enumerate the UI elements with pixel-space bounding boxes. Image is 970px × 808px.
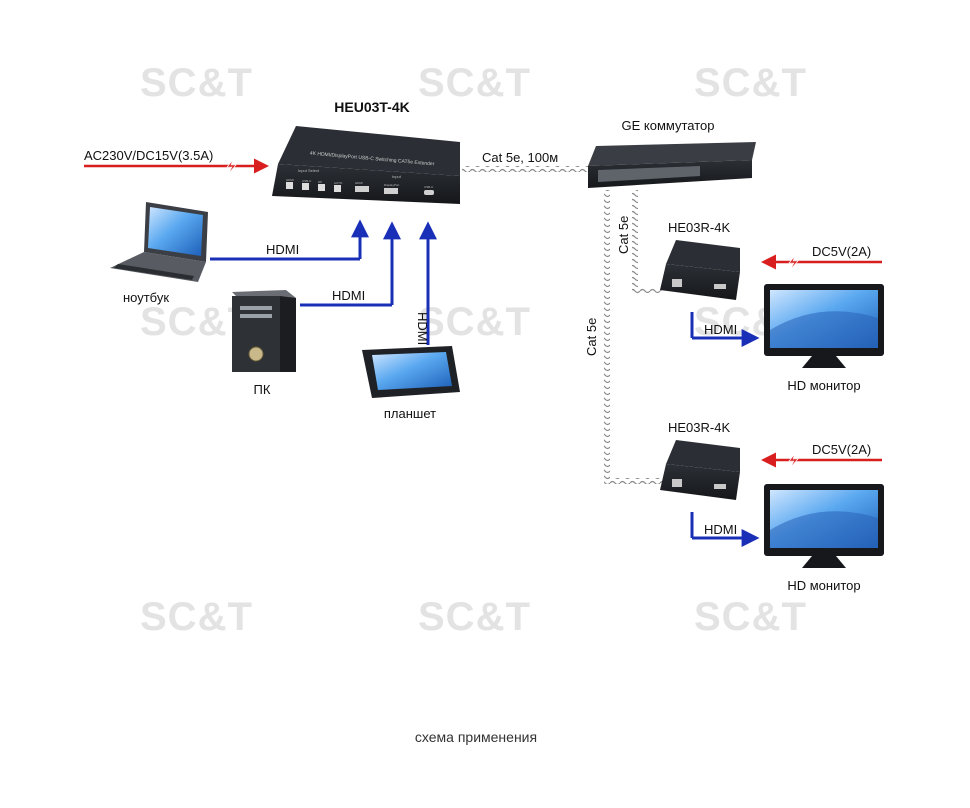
transmitter-title: HEU03T-4K	[334, 99, 409, 115]
uplink-cable-label: Cat 5e, 100м	[482, 150, 558, 165]
usb-c-port	[424, 190, 434, 195]
rj45-port	[672, 279, 682, 287]
transmitter-button	[286, 182, 293, 189]
switch-port-block	[598, 166, 700, 182]
laptop-label: ноутбук	[123, 290, 169, 305]
transmitter-button-label: HDMI	[286, 178, 294, 182]
transmitter-button	[334, 185, 341, 192]
monitor-stand	[802, 556, 846, 568]
transmitter-inputs-caption: Input	[392, 174, 402, 179]
monitor-2: HD монитор	[764, 484, 884, 593]
receiver-front	[660, 464, 740, 500]
transmitter-power: AC230V/DC15V(3.5A)	[84, 148, 269, 175]
receiver-1: HE03R-4K DC5V(2A) HDMI	[660, 220, 882, 347]
receiver-model: HE03R-4K	[668, 420, 730, 435]
drop-cable-2-horizontal	[604, 478, 662, 484]
power-lightning-icon	[788, 255, 799, 271]
laptop-screen	[148, 207, 203, 256]
watermark-text: SC&T	[140, 595, 253, 639]
receiver-2: HE03R-4K DC5V(2A) HDMI	[660, 420, 882, 547]
transmitter-button	[318, 184, 325, 191]
monitor-label: HD монитор	[787, 578, 860, 593]
receiver-hdmi-label: HDMI	[704, 522, 737, 537]
power-lightning-icon	[788, 453, 799, 469]
monitor-wallpaper-wave	[770, 511, 878, 548]
transmitter-button	[302, 183, 309, 190]
port-label: DisplayPort	[384, 183, 400, 187]
pc-drive-bay	[240, 314, 272, 318]
watermark-text: SC&T	[140, 61, 253, 105]
laptop-keys	[114, 264, 194, 280]
transmitter-button-label: USB-C	[302, 179, 312, 183]
displayport-port	[384, 188, 398, 194]
hdmi-output-port	[714, 484, 726, 489]
switch-top	[588, 142, 756, 166]
transmitter-top	[278, 126, 460, 176]
receiver-model: HE03R-4K	[668, 220, 730, 235]
monitor-wallpaper-wave	[770, 311, 878, 348]
pc-hdmi-label: HDMI	[332, 288, 365, 303]
pc-label: ПК	[254, 382, 271, 397]
watermark-text: SC&T	[694, 595, 807, 639]
drop-cable-1-vertical	[632, 190, 638, 290]
transmitter-front-panel	[272, 164, 460, 204]
power-lightning-icon	[226, 159, 237, 175]
receiver-front	[660, 264, 740, 300]
port-label: HDMI	[355, 181, 363, 185]
watermark-text: SC&T	[418, 595, 531, 639]
transmitter-button-label: AUTO	[334, 181, 343, 185]
watermark-text: SC&T	[694, 61, 807, 105]
transmitter-selector-caption: Input Select	[298, 168, 320, 173]
laptop-source: ноутбук HDMI	[110, 202, 369, 305]
tablet-label: планшет	[384, 406, 436, 421]
transmitter-button-label: DP	[318, 180, 322, 184]
cables	[462, 166, 662, 484]
switch-label: GE коммутатор	[622, 118, 715, 133]
hdmi-output-port	[714, 284, 726, 289]
transmitter-power-label: AC230V/DC15V(3.5A)	[84, 148, 213, 163]
hdmi-port	[355, 186, 369, 192]
tablet-screen	[372, 352, 452, 390]
receiver-top	[666, 240, 740, 272]
transmitter-device: HEU03T-4K 4K HDMI/DisplayPort USB-C Swit…	[272, 99, 460, 204]
pc-drive-bay	[240, 306, 272, 310]
ge-switch: GE коммутатор	[588, 118, 756, 188]
tablet-hdmi-label: HDMI	[415, 312, 430, 345]
monitor-label: HD монитор	[787, 378, 860, 393]
diagram-caption: схема применения	[415, 729, 537, 745]
laptop-hdmi-label: HDMI	[266, 242, 299, 257]
receiver-hdmi-label: HDMI	[704, 322, 737, 337]
pc-source: ПК HDMI	[232, 221, 401, 397]
pc-front	[280, 296, 296, 372]
uplink-cable	[462, 166, 590, 172]
monitor-1: HD монитор	[764, 284, 884, 393]
drop-cable-main	[604, 190, 610, 480]
watermark-text: SC&T	[418, 61, 531, 105]
port-label: USB-C	[424, 185, 434, 189]
receiver-power-label: DC5V(2A)	[812, 244, 871, 259]
receiver-top	[666, 440, 740, 472]
rj45-port	[672, 479, 682, 487]
watermark-text: SC&T	[418, 300, 531, 344]
receiver-power-label: DC5V(2A)	[812, 442, 871, 457]
drop-cable-label: Cat 5e	[584, 318, 599, 356]
drop-cable-label: Cat 5e	[616, 216, 631, 254]
tablet-source: планшет HDMI	[362, 221, 460, 421]
drop-cable-1-horizontal	[632, 288, 662, 294]
pc-power-button	[248, 346, 264, 362]
monitor-stand	[802, 356, 846, 368]
